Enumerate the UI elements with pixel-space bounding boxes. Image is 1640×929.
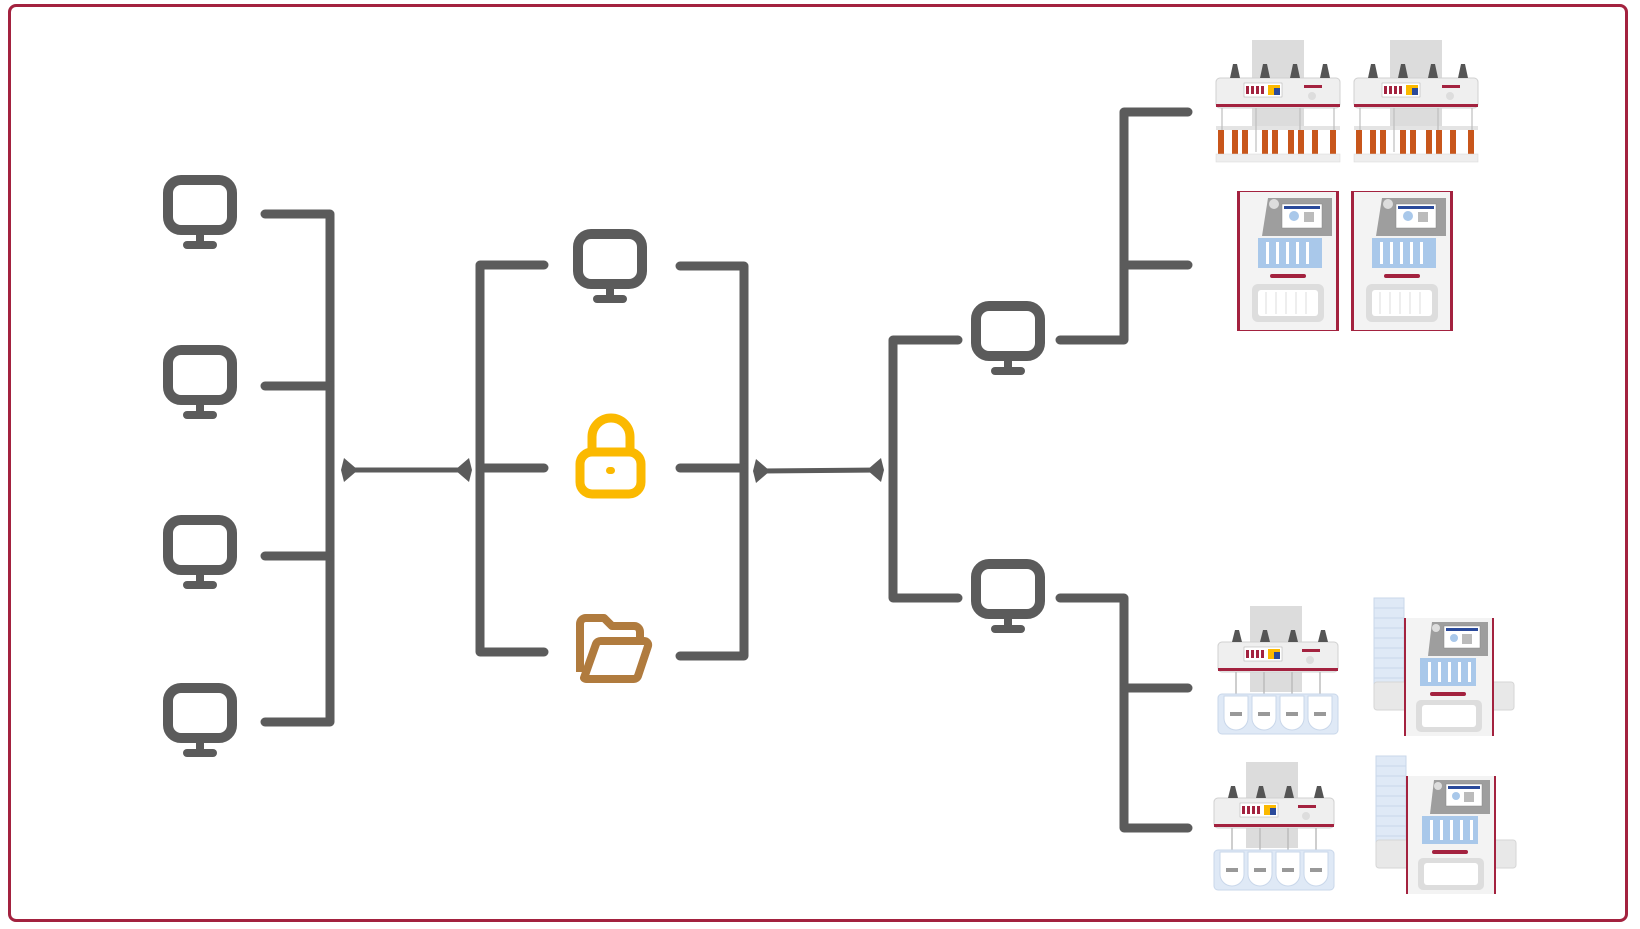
server-monitor — [578, 234, 642, 303]
instrument-liquid-handler-1 — [1215, 39, 1341, 163]
monitor-icon — [976, 306, 1040, 375]
client-bus — [260, 209, 335, 727]
monitor-icon — [168, 350, 232, 419]
monitor-icon — [168, 520, 232, 589]
instrument-dispenser-2 — [1351, 191, 1453, 331]
monitor-icon — [168, 180, 232, 249]
bidirectional-arrow — [753, 458, 884, 483]
controller-workstation-2 — [976, 564, 1040, 633]
controller-workstation-1 — [976, 306, 1040, 375]
monitor-icon — [168, 688, 232, 757]
instrument-stacker-1 — [1373, 597, 1515, 737]
instrument-dispenser-1 — [1237, 191, 1339, 331]
bidirectional-arrow — [341, 458, 472, 482]
lock-icon — [575, 413, 646, 499]
client-workstation-3 — [168, 520, 232, 589]
server-bus-right — [675, 261, 749, 661]
monitor-icon — [578, 234, 642, 303]
instrument-stacker-2 — [1375, 755, 1517, 895]
client-workstation-1 — [168, 180, 232, 249]
server-bus-left — [475, 260, 549, 657]
instrument-plate-handler-2 — [1213, 761, 1335, 891]
client-workstation-2 — [168, 350, 232, 419]
client-workstation-4 — [168, 688, 232, 757]
instrument-liquid-handler-2 — [1353, 39, 1479, 163]
instrument-bus-lower — [1055, 593, 1193, 833]
controller-bus — [888, 335, 963, 603]
instrument-bus-upper — [1055, 107, 1193, 345]
folder-icon — [576, 614, 653, 683]
monitor-icon — [976, 564, 1040, 633]
instrument-plate-handler-1 — [1217, 605, 1339, 735]
